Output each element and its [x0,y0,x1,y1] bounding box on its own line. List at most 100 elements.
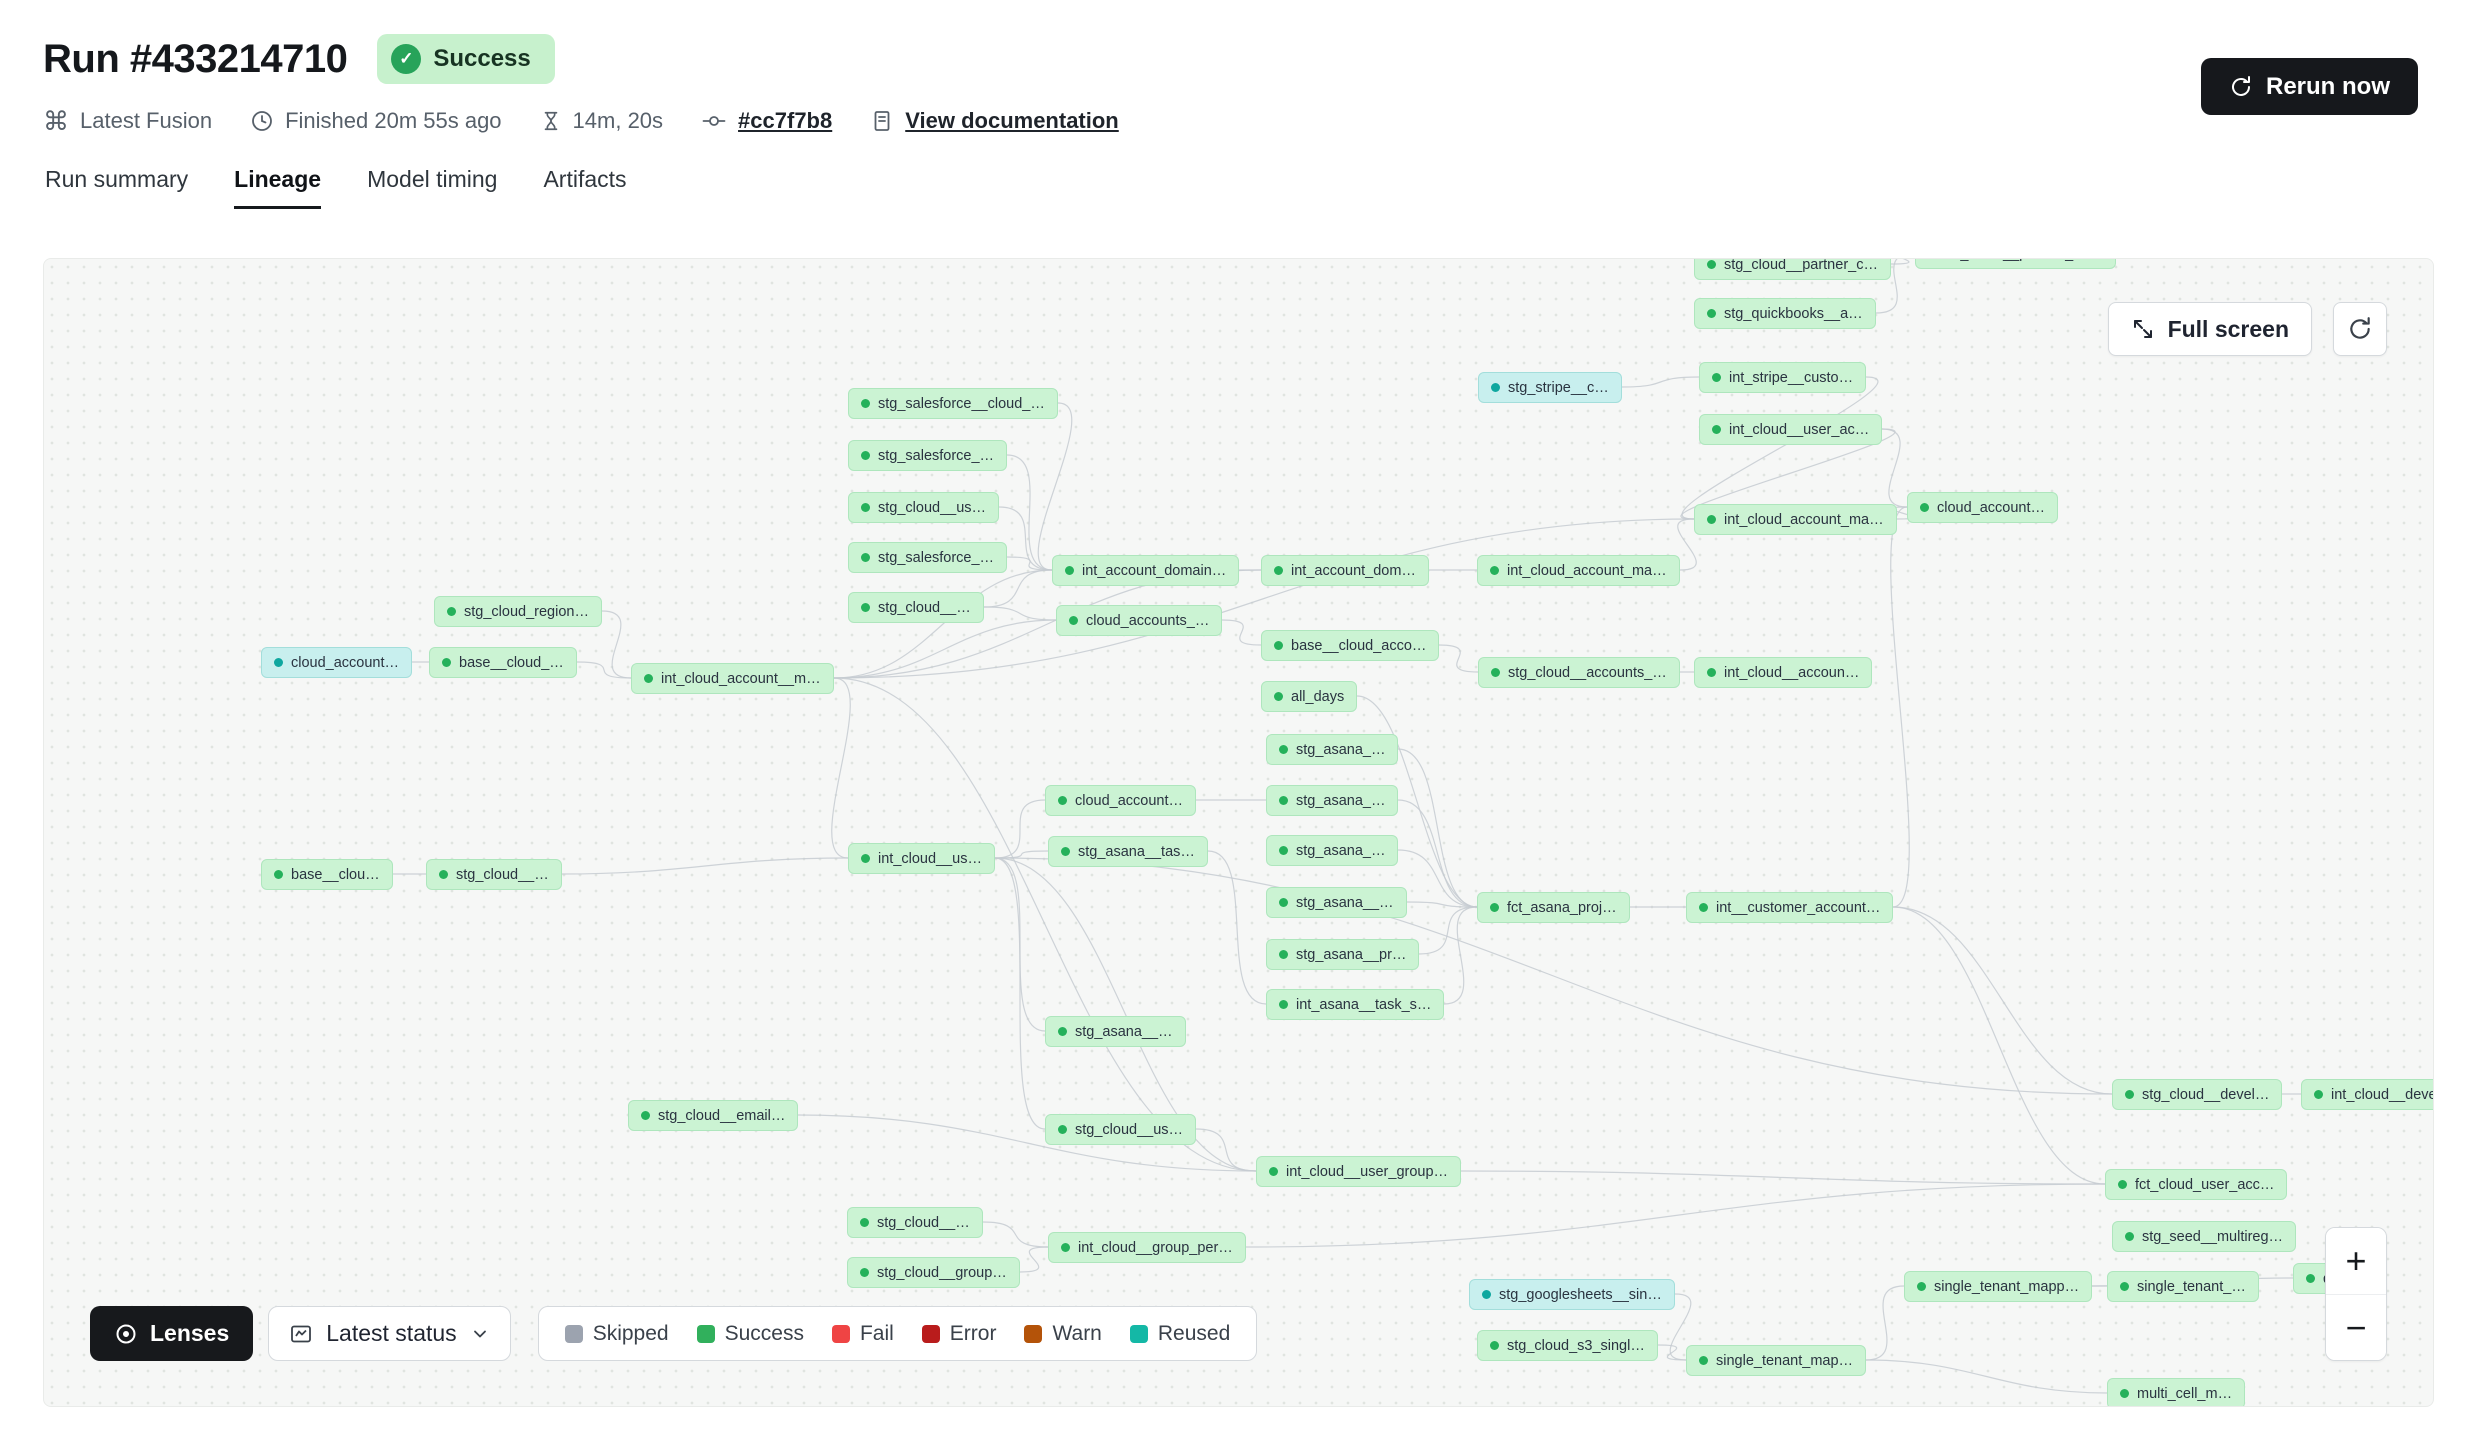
lineage-node[interactable]: int_cloud_account_ma… [1694,504,1897,535]
lineage-node[interactable]: all_days [1261,681,1358,712]
lineage-node[interactable]: single_tenant_map… [1686,1345,1867,1376]
lineage-node[interactable]: fct_cloud_user_acc… [2105,1169,2288,1200]
node-label: int__customer_account… [1716,899,1881,916]
lineage-node[interactable]: stg_googlesheets__sin… [1469,1279,1675,1310]
commit-icon [702,116,726,126]
status-dot-icon [1279,846,1288,855]
lineage-node[interactable]: stg_cloud__email… [628,1100,799,1131]
lineage-node[interactable]: single_tenant_mapp… [1904,1271,2093,1302]
lineage-node[interactable]: stg_quickbooks__a… [1694,298,1876,329]
lineage-node[interactable]: int_cloud__devel… [2301,1079,2433,1110]
lineage-node[interactable]: single_tenant_… [2107,1271,2259,1302]
lineage-node[interactable]: int_cloud__user_ac… [1699,414,1883,445]
lineage-node[interactable]: cloud_account… [1907,492,2059,523]
node-label: int_account_dom… [1291,562,1416,579]
lineage-node[interactable]: stg_asana__tas… [1048,836,1208,867]
lineage-node[interactable]: stg_cloud__us… [1045,1114,1197,1145]
lineage-node[interactable]: stg_asana__… [1045,1016,1186,1047]
lineage-node[interactable]: fct_asana_proj… [1477,892,1630,923]
status-dot-icon [1058,796,1067,805]
lineage-node[interactable]: stg_cloud__… [847,1207,983,1238]
status-dropdown[interactable]: Latest status [268,1306,511,1361]
status-dot-icon [861,451,870,460]
status-dot-icon [1707,309,1716,318]
lineage-node[interactable]: stg_cloud__us… [848,492,1000,523]
lineage-node[interactable]: cloud_account… [261,647,413,678]
canvas-refresh-button[interactable] [2333,302,2387,356]
tab-artifacts[interactable]: Artifacts [543,166,627,192]
status-dot-icon [2306,1274,2315,1283]
status-dot-icon [1069,616,1078,625]
node-label: int_cloud__user_group… [1286,1163,1449,1180]
node-label: cloud_account… [291,654,400,671]
status-dot-icon [1491,383,1500,392]
lineage-node[interactable]: stg_asana__… [1266,887,1407,918]
lineage-node[interactable]: stg_salesforce__cloud_… [848,388,1058,419]
lineage-node[interactable]: stg_asana_… [1266,785,1399,816]
lineage-node[interactable]: stg_cloud__… [848,592,984,623]
lineage-node[interactable]: cloud_account… [1045,785,1197,816]
legend-item-warn: Warn [1024,1322,1102,1346]
lineage-node[interactable]: int_cloud__partner_co… [1915,259,2116,269]
lineage-node[interactable]: stg_salesforce_… [848,542,1008,573]
lineage-node[interactable]: stg_cloud__devel… [2112,1079,2283,1110]
tab-run-summary[interactable]: Run summary [45,166,189,192]
lineage-node[interactable]: int_cloud__accoun… [1694,657,1873,688]
tab-model-timing[interactable]: Model timing [367,166,498,192]
lineage-node[interactable]: int_stripe__custo… [1699,362,1867,393]
lineage-node[interactable]: int_account_domain… [1052,555,1240,586]
lineage-node[interactable]: cloud_accounts_… [1056,605,1223,636]
node-label: stg_asana_… [1296,792,1386,809]
lineage-node[interactable]: stg_cloud__partner_c… [1694,259,1891,280]
node-label: stg_cloud__… [878,599,971,616]
zoom-in-button[interactable]: + [2326,1228,2386,1294]
status-dot-icon [860,1268,869,1277]
legend-swatch [1129,1324,1148,1343]
lineage-node[interactable]: base__cloud_acco… [1261,630,1440,661]
lineage-node[interactable]: multi_cell_m… [2107,1378,2246,1406]
status-dot-icon [861,553,870,562]
lineage-node[interactable]: int_cloud__user_group… [1256,1156,1462,1187]
lineage-node[interactable]: int_asana__task_s… [1266,989,1445,1020]
lenses-button[interactable]: Lenses [90,1306,254,1361]
lineage-node[interactable]: stg_seed__multireg… [2112,1221,2297,1252]
rerun-now-button[interactable]: Rerun now [2201,58,2418,115]
clock-icon [252,111,272,131]
node-label: stg_salesforce_… [878,447,995,464]
lineage-node[interactable]: int_cloud_account__m… [631,663,834,694]
zoom-out-button[interactable]: − [2326,1294,2386,1360]
node-label: stg_cloud__us… [878,499,987,516]
lineage-node[interactable]: stg_cloud__accounts_… [1478,657,1680,688]
lineage-node[interactable]: int_cloud__group_per… [1048,1232,1246,1263]
lineage-node[interactable]: stg_cloud_s3_singl… [1477,1330,1658,1361]
lineage-canvas[interactable]: stg_cloud__partner_c…stg_quickbooks__a…i… [43,258,2434,1407]
status-dot-icon [274,658,283,667]
view-documentation-link[interactable]: View documentation [905,108,1119,133]
node-label: stg_stripe__c… [1508,379,1609,396]
expand-icon [2133,320,2152,338]
lineage-node[interactable]: stg_asana__pr… [1266,939,1420,970]
lineage-node[interactable]: base__cloud_… [429,647,577,678]
status-dot-icon [1279,796,1288,805]
zoom-controls: + − [2325,1227,2387,1361]
lineage-node[interactable]: int_cloud__us… [848,843,995,874]
commit-link[interactable]: #cc7f7b8 [738,108,833,133]
lineage-node[interactable]: base__clou… [261,859,393,890]
tab-lineage[interactable]: Lineage [234,166,322,209]
legend-item-fail: Fail [831,1322,894,1346]
status-dot-icon [274,870,283,879]
node-label: all_days [1291,688,1345,705]
lineage-node[interactable]: stg_stripe__c… [1478,372,1622,403]
lineage-node[interactable]: stg_cloud__… [426,859,562,890]
lineage-node[interactable]: stg_salesforce_… [848,440,1008,471]
fullscreen-button[interactable]: Full screen [2107,302,2312,356]
lineage-node[interactable]: stg_cloud_region… [434,596,602,627]
lineage-node[interactable]: stg_cloud__group… [847,1257,1020,1288]
lineage-node[interactable]: int_account_dom… [1261,555,1429,586]
lineage-node[interactable]: int_cloud_account_ma… [1477,555,1680,586]
lineage-node[interactable]: int__customer_account… [1686,892,1894,923]
lineage-node[interactable]: stg_asana_… [1266,734,1399,765]
lineage-node[interactable]: stg_asana_… [1266,835,1399,866]
node-label: int_cloud__us… [878,850,982,867]
legend-label: Reused [1157,1321,1231,1345]
